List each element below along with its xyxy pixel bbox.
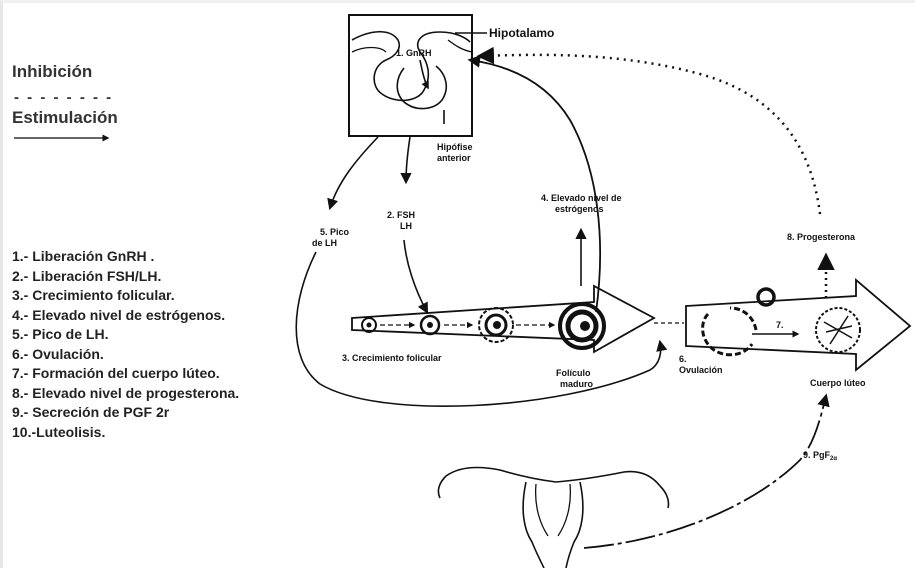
- lh-peak-label-line1: 5. Pico: [320, 227, 350, 237]
- ovulation-label-line2: Ovulación: [679, 365, 723, 375]
- corpus-luteum-texture: [824, 316, 852, 344]
- pituitary-label-line1: Hipófise: [437, 142, 473, 152]
- fsh-label-line2: LH: [400, 221, 412, 231]
- fsh-to-follicle-arrow: [404, 240, 427, 312]
- step7-label: 7.: [776, 320, 784, 330]
- fsh-release-arrow: [406, 137, 410, 182]
- fsh-label-line1: 2. FSH: [387, 210, 415, 220]
- mature-follicle-label-line2: maduro: [560, 379, 594, 389]
- pgf-label: 9. PgF2α: [803, 450, 837, 462]
- hypothalamus-label: Hipotalamo: [489, 26, 554, 40]
- estrogen-label-line2: estrógenos: [555, 204, 604, 214]
- estrogen-label-line1: 4. Elevado nivel de: [541, 193, 622, 203]
- follicular-growth-label: 3. Crecimiento folicular: [342, 353, 442, 363]
- lh-release-arrow: [330, 137, 378, 208]
- luteal-phase-arrow: [686, 280, 910, 370]
- brain-box: [349, 15, 472, 136]
- released-oocyte: [758, 289, 774, 305]
- ovulation-label-line1: 6.: [679, 354, 687, 364]
- mature-follicle-label-line1: Folículo: [556, 368, 591, 378]
- pituitary-label-line2: anterior: [437, 153, 471, 163]
- progesterone-inhibition-arrow: [480, 55, 820, 214]
- corpus-luteum-label: Cuerpo lúteo: [810, 378, 866, 388]
- follicle-stages: [362, 304, 604, 348]
- progesterone-label: 8. Progesterona: [787, 232, 856, 242]
- gnrh-label: 1. GnRH: [396, 48, 432, 58]
- lh-peak-label-line2: de LH: [312, 238, 337, 248]
- lh-peak-to-ovulation-arrow: [296, 252, 660, 406]
- uterus-illustration: [438, 468, 668, 568]
